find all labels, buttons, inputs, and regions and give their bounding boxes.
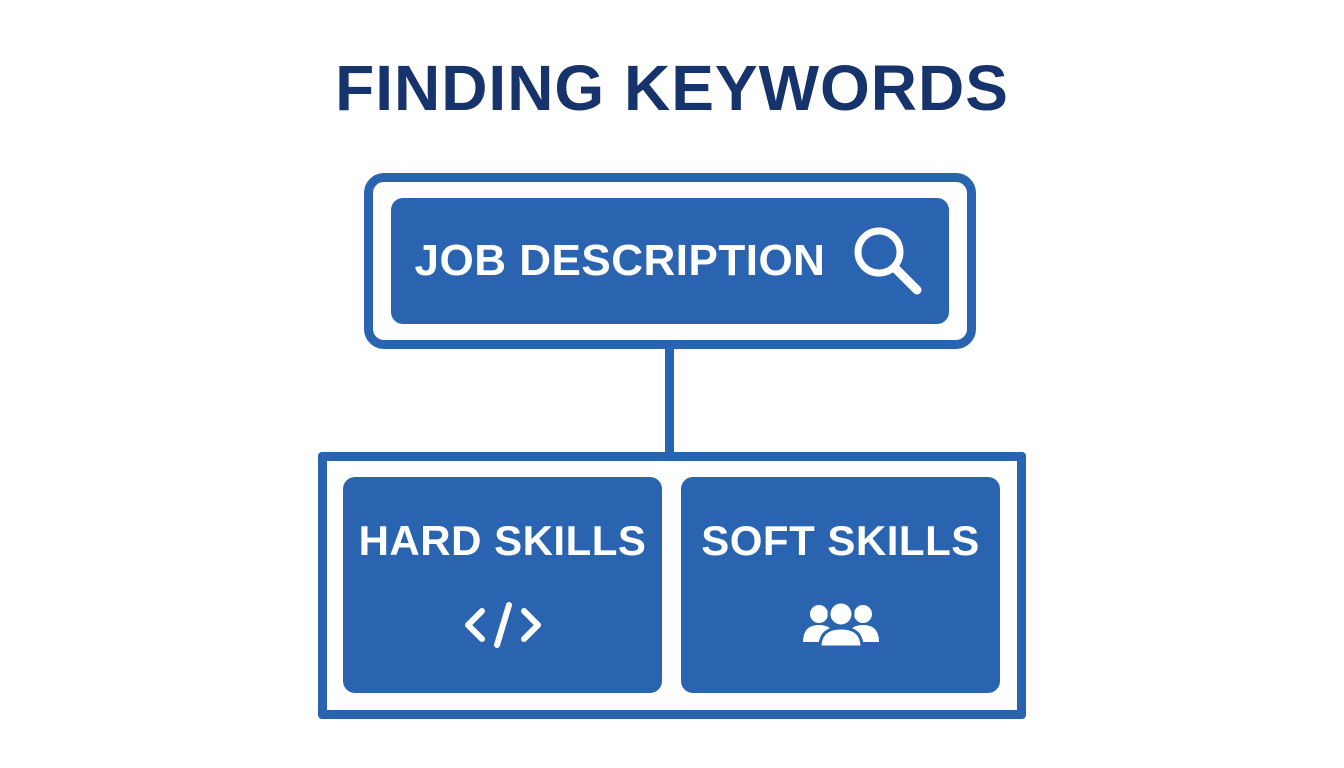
soft-skills-label: SOFT SKILLS	[701, 517, 980, 564]
child-node-soft-skills: SOFT SKILLS	[681, 477, 1000, 693]
search-icon	[854, 227, 922, 295]
people-group-icon	[802, 600, 879, 649]
diagram-title: FINDING KEYWORDS	[335, 52, 1009, 124]
root-node-job-description: JOB DESCRIPTION	[391, 198, 949, 324]
code-icon	[464, 602, 541, 648]
child-node-hard-skills: HARD SKILLS	[343, 477, 662, 693]
root-node-label: JOB DESCRIPTION	[414, 236, 826, 285]
connector-line	[665, 349, 674, 455]
hard-skills-label: HARD SKILLS	[358, 517, 647, 564]
